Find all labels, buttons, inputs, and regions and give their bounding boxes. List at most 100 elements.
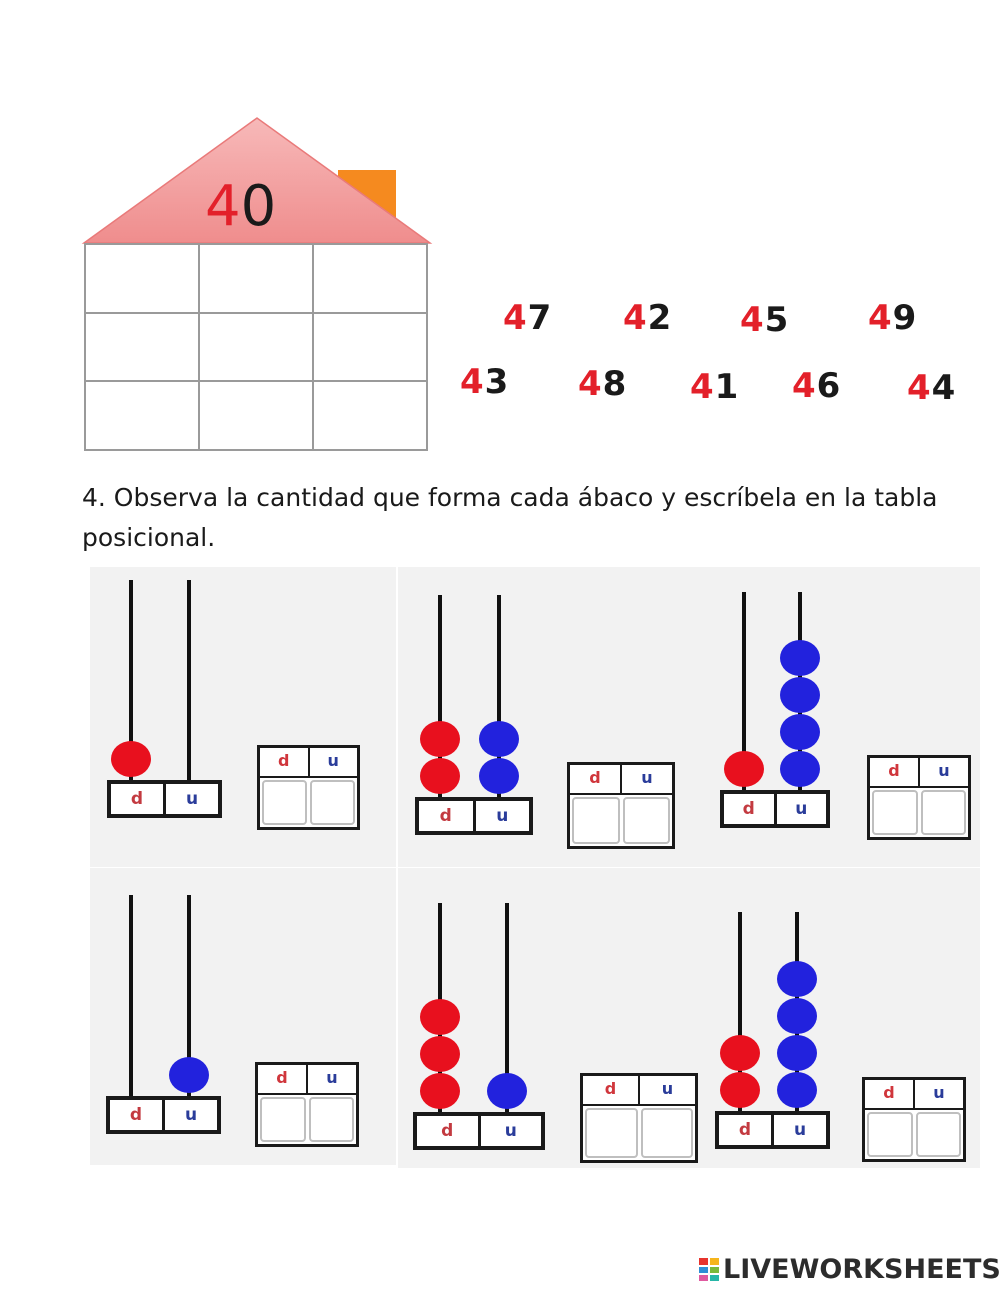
tens-digit: 4 — [868, 298, 893, 338]
units-digit: 5 — [764, 300, 790, 340]
drop-cell[interactable] — [85, 244, 199, 313]
number-card[interactable]: 45 — [740, 300, 789, 340]
number-card[interactable]: 49 — [868, 298, 917, 338]
tens-label: d — [110, 1100, 165, 1130]
units-input[interactable] — [310, 780, 355, 825]
drop-cell[interactable] — [199, 381, 313, 450]
house-drop-grid — [84, 243, 428, 451]
drop-cell[interactable] — [85, 381, 199, 450]
units-input[interactable] — [308, 1097, 354, 1142]
number-card[interactable]: 46 — [792, 366, 841, 406]
tens-digit: 4 — [792, 366, 817, 406]
drop-cell[interactable] — [313, 381, 427, 450]
units-bead — [777, 1035, 817, 1071]
number-card[interactable]: 43 — [460, 362, 509, 402]
units-input[interactable] — [920, 790, 966, 835]
tens-digit: 4 — [503, 298, 528, 338]
tens-label: d — [419, 801, 476, 831]
tens-input[interactable] — [262, 780, 307, 825]
house-label: 40 — [205, 174, 277, 239]
tens-bead — [420, 1073, 460, 1109]
drop-cell[interactable] — [313, 244, 427, 313]
tens-digit: 4 — [907, 368, 932, 408]
number-card[interactable]: 42 — [623, 298, 672, 338]
units-label: u — [185, 789, 199, 809]
number-house: 40 — [80, 115, 440, 460]
tens-header: d — [583, 1076, 640, 1104]
tens-input[interactable] — [572, 797, 620, 844]
units-input[interactable] — [622, 797, 670, 844]
abacus-drawing — [111, 580, 191, 780]
table-body — [258, 1095, 356, 1144]
drop-cell[interactable] — [199, 312, 313, 382]
tens-bead — [420, 999, 460, 1035]
number-card[interactable]: 44 — [907, 368, 956, 408]
tens-digit: 4 — [623, 298, 648, 338]
units-label: u — [504, 1121, 517, 1141]
drop-cell[interactable] — [313, 312, 427, 382]
table-body — [865, 1110, 963, 1159]
tens-header: d — [258, 1065, 308, 1093]
units-bead — [169, 1057, 209, 1093]
table-body — [870, 788, 968, 837]
tens-header: d — [870, 758, 920, 786]
tens-bead — [720, 1035, 760, 1071]
tens-bead — [420, 1036, 460, 1072]
tens-digit: 4 — [740, 300, 765, 340]
units-label: u — [795, 799, 808, 819]
abacus-drawing — [420, 903, 527, 1112]
units-bead — [780, 751, 820, 787]
units-digit: 6 — [816, 366, 842, 406]
units-header: u — [938, 761, 950, 780]
units-bead — [780, 714, 820, 750]
number-card[interactable]: 47 — [503, 298, 552, 338]
drop-cell[interactable] — [199, 244, 313, 313]
tens-digit: 4 — [460, 362, 485, 402]
units-header: u — [326, 1068, 338, 1087]
units-digit: 1 — [714, 367, 740, 407]
units-input[interactable] — [640, 1108, 693, 1158]
drop-cell[interactable] — [85, 312, 199, 382]
tens-input[interactable] — [867, 1112, 913, 1157]
units-bead — [487, 1073, 527, 1109]
tens-bead — [420, 721, 460, 757]
units-bead — [780, 640, 820, 676]
units-digit: 7 — [527, 298, 553, 338]
units-label: u — [793, 1120, 807, 1140]
tens-header: d — [260, 748, 310, 776]
liveworksheets-logo-icon — [699, 1258, 719, 1281]
instruction-text: 4. Observa la cantidad que forma cada áb… — [82, 483, 938, 552]
number-card[interactable]: 41 — [690, 367, 739, 407]
units-bead — [777, 961, 817, 997]
units-digit: 9 — [892, 298, 918, 338]
abacus-drawing — [724, 592, 820, 790]
tens-input[interactable] — [872, 790, 918, 835]
units-input[interactable] — [915, 1112, 961, 1157]
number-card[interactable]: 48 — [578, 364, 627, 404]
tens-input[interactable] — [585, 1108, 638, 1158]
tens-bead — [111, 741, 151, 777]
units-bead — [777, 998, 817, 1034]
table-body — [570, 795, 672, 846]
tens-bead — [724, 751, 764, 787]
table-body — [260, 778, 357, 827]
units-bead — [479, 721, 519, 757]
tens-input[interactable] — [260, 1097, 306, 1142]
tens-label: d — [719, 1115, 774, 1145]
